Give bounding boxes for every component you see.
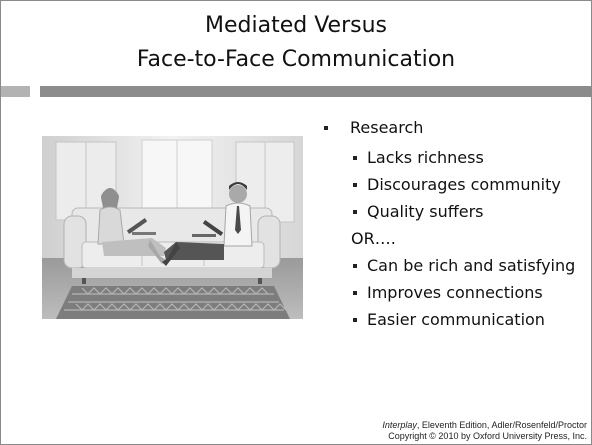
- divider-dark-segment: [40, 86, 591, 97]
- bullet-heading-research: Research: [323, 115, 583, 141]
- bullet-item: Discourages community: [323, 174, 583, 195]
- or-label: OR….: [351, 229, 396, 248]
- credit-edition-authors: , Eleventh Edition, Adler/Rosenfeld/Proc…: [416, 420, 587, 430]
- couple-on-sofa-photo: [42, 136, 303, 319]
- credit-line-1: Interplay, Eleventh Edition, Adler/Rosen…: [382, 420, 587, 431]
- title-divider: [1, 86, 591, 97]
- bullet-item: Quality suffers: [323, 201, 583, 222]
- book-title: Interplay: [382, 420, 417, 430]
- bullet-item: Improves connections: [323, 282, 583, 303]
- bullet-item: Can be rich and satisfying: [323, 255, 583, 276]
- bullet-item: Easier communication: [323, 309, 583, 330]
- copyright-credit: Interplay, Eleventh Edition, Adler/Rosen…: [382, 420, 587, 442]
- title-line-1: Mediated Versus: [205, 13, 387, 38]
- credit-line-2: Copyright © 2010 by Oxford University Pr…: [388, 431, 587, 441]
- title-line-2: Face-to-Face Communication: [136, 47, 456, 72]
- divider-light-segment: [1, 86, 30, 97]
- bullet-item: Lacks richness: [323, 147, 583, 168]
- slide-title: Mediated Versus Face-to-Face Communicati…: [1, 9, 591, 77]
- bullet-list: Research Lacks richness Discourages comm…: [323, 115, 583, 330]
